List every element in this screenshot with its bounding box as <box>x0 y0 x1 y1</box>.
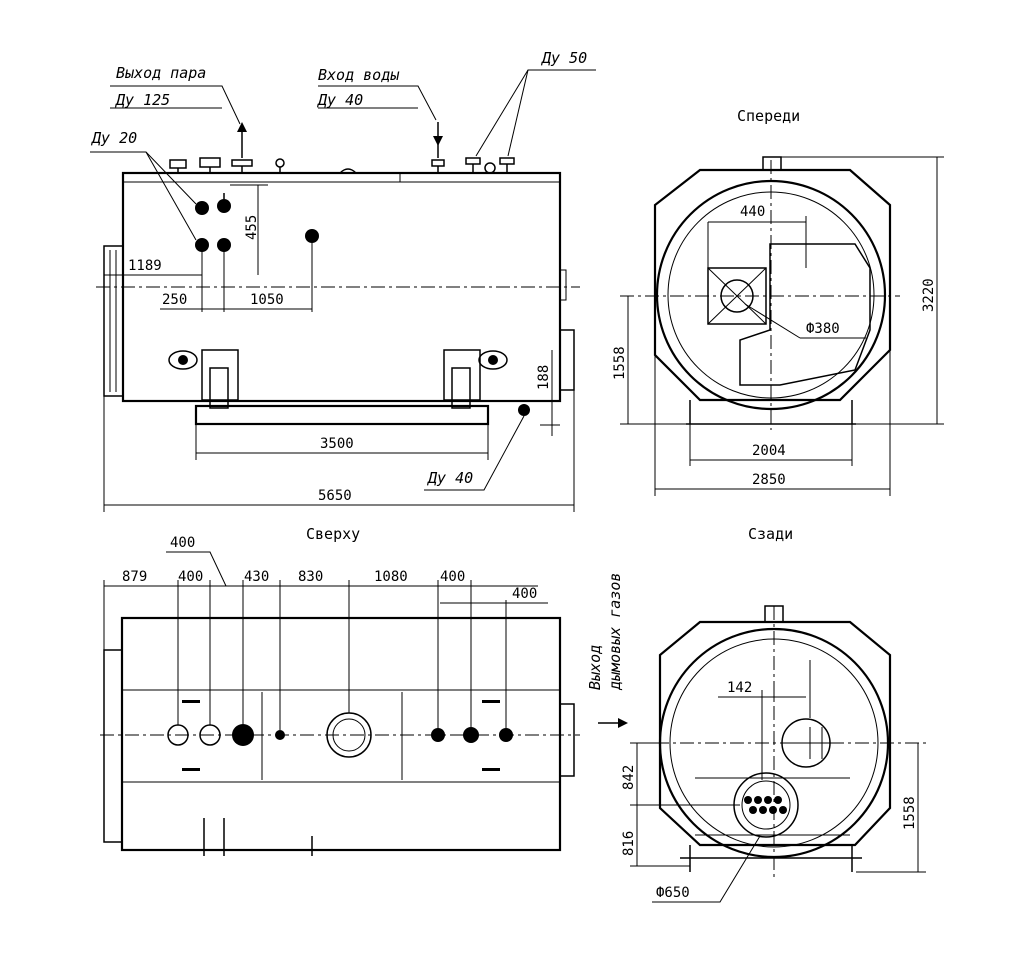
dim-5650: 5650 <box>318 488 352 504</box>
rear-view: Сзади 142 <box>586 525 926 903</box>
label-dn50: Ду 50 <box>540 49 587 67</box>
dim-250: 250 <box>162 292 187 308</box>
dim-830: 830 <box>298 569 323 585</box>
label-flue-out-2: дымовых газов <box>606 573 624 691</box>
dim-650: Ф650 <box>656 885 690 901</box>
label-dn40-bottom: Ду 40 <box>426 469 473 487</box>
dim-440: 440 <box>740 204 765 220</box>
dim-top-400b: 400 <box>178 569 203 585</box>
dim-front-1558: 1558 <box>612 346 628 380</box>
label-flue-out-1: Выход <box>586 645 604 690</box>
label-water-in-dn: Ду 40 <box>316 91 363 109</box>
dim-1050: 1050 <box>250 292 284 308</box>
dim-380: Ф380 <box>806 321 840 337</box>
label-steam-out-dn: Ду 125 <box>114 91 170 109</box>
dim-1189: 1189 <box>128 258 162 274</box>
dim-816: 816 <box>621 831 637 856</box>
front-view: Спереди 440 Ф380 1558 3220 <box>612 107 944 496</box>
dim-top-400d: 400 <box>512 586 537 602</box>
dim-879: 879 <box>122 569 147 585</box>
dim-rear-1558: 1558 <box>902 796 918 830</box>
dim-188: 188 <box>536 365 552 390</box>
label-dn20: Ду 20 <box>90 129 137 147</box>
dim-3220: 3220 <box>921 278 937 312</box>
title-top: Сверху <box>306 525 360 543</box>
dim-142: 142 <box>727 680 752 696</box>
dim-430: 430 <box>244 569 269 585</box>
tube-bundle <box>744 796 787 814</box>
side-view: 455 1189 250 1050 188 3500 5650 Выход па… <box>90 49 596 512</box>
title-rear: Сзади <box>748 525 793 543</box>
dim-1080: 1080 <box>374 569 408 585</box>
label-water-in: Вход воды <box>318 66 400 84</box>
dim-3500: 3500 <box>320 436 354 452</box>
dim-2004: 2004 <box>752 443 786 459</box>
title-front: Спереди <box>737 107 800 125</box>
dim-2850: 2850 <box>752 472 786 488</box>
dim-top-400c: 400 <box>440 569 465 585</box>
dim-top-400a: 400 <box>170 535 195 551</box>
dim-455: 455 <box>244 215 260 240</box>
dim-842: 842 <box>621 765 637 790</box>
label-steam-out: Выход пара <box>116 64 206 82</box>
top-view: Сверху <box>100 525 580 856</box>
